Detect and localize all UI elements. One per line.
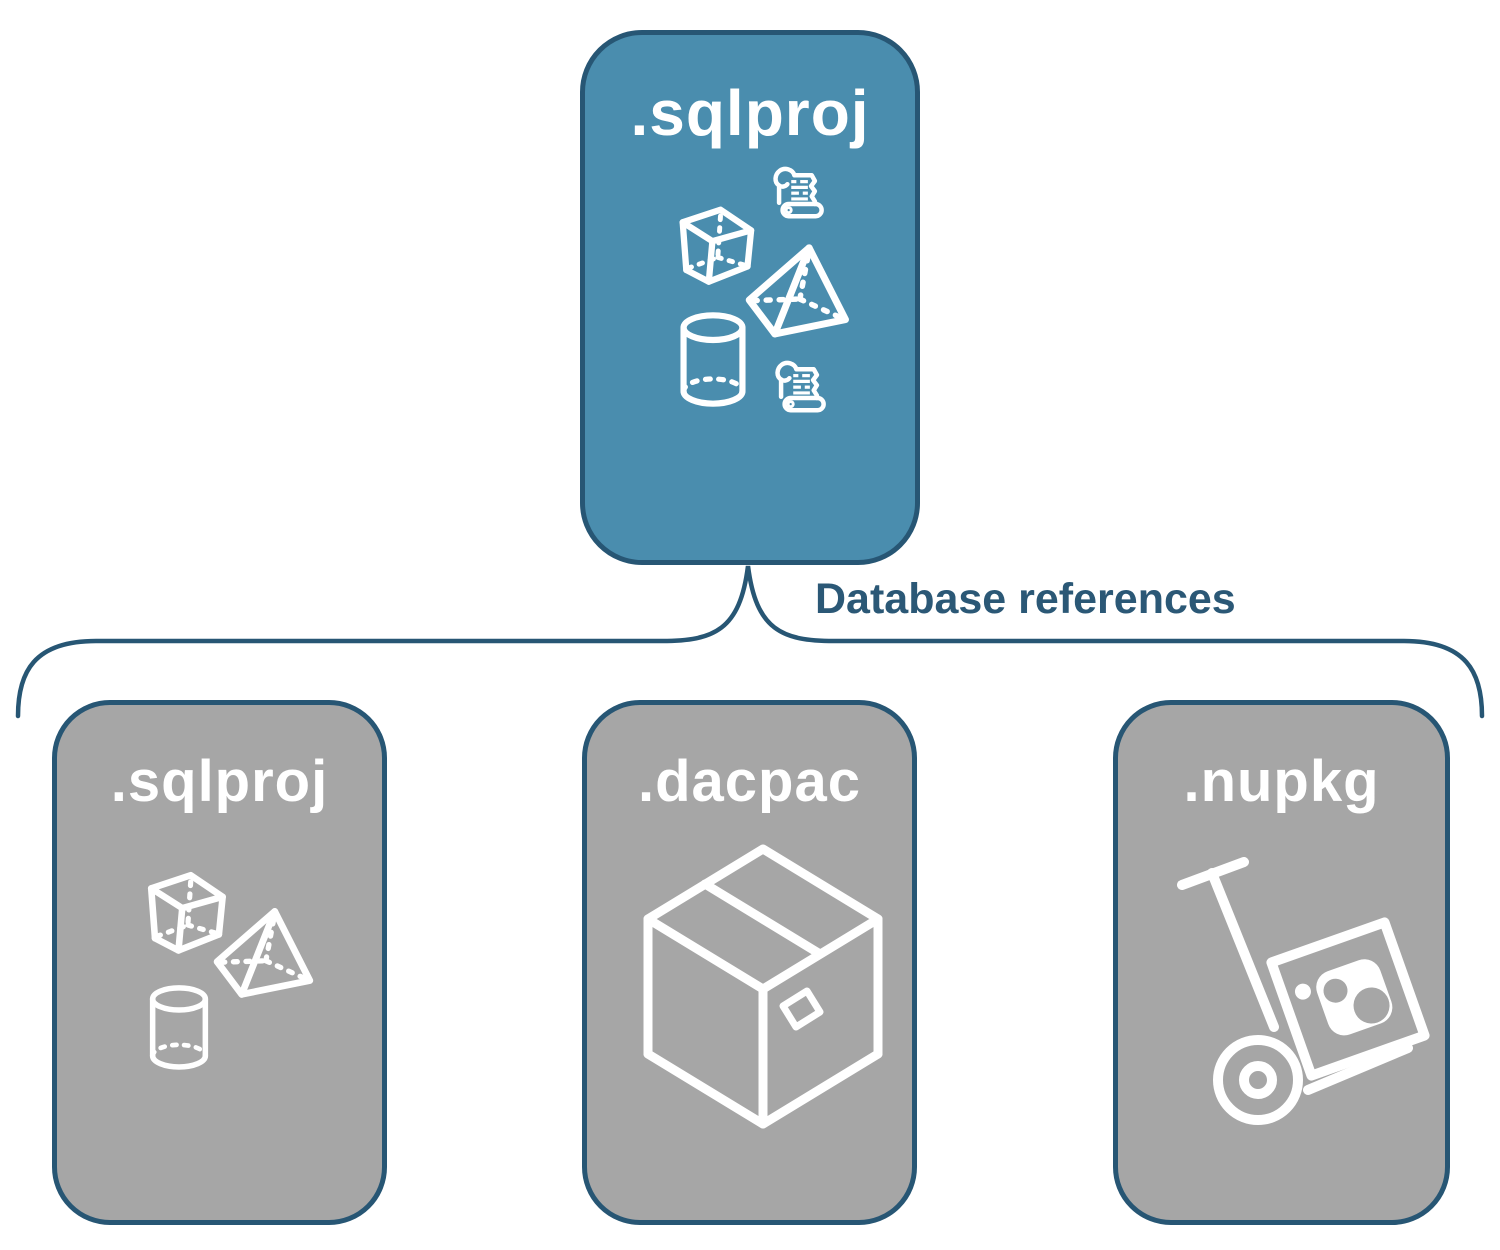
nuget-trolley-icon <box>1170 857 1430 1137</box>
scroll-icon <box>767 359 831 423</box>
connector-label: Database references <box>815 575 1236 623</box>
cylinder-icon <box>675 311 751 407</box>
pyramid-icon <box>739 234 862 348</box>
child-card-sqlproj: .sqlproj <box>52 700 387 1225</box>
child-card-title: .dacpac <box>638 749 861 814</box>
root-card-title: .sqlproj <box>630 77 870 149</box>
child-card-title: .nupkg <box>1183 749 1380 814</box>
child-card-dacpac: .dacpac <box>582 700 917 1225</box>
child-card-title: .sqlproj <box>110 749 329 814</box>
child-card-nupkg: .nupkg <box>1113 700 1450 1225</box>
root-card-sqlproj: .sqlproj <box>580 30 920 565</box>
pyramid-icon <box>206 892 326 1014</box>
scroll-icon <box>765 165 829 229</box>
cylinder-icon <box>145 983 213 1071</box>
package-box-icon <box>633 839 883 1129</box>
